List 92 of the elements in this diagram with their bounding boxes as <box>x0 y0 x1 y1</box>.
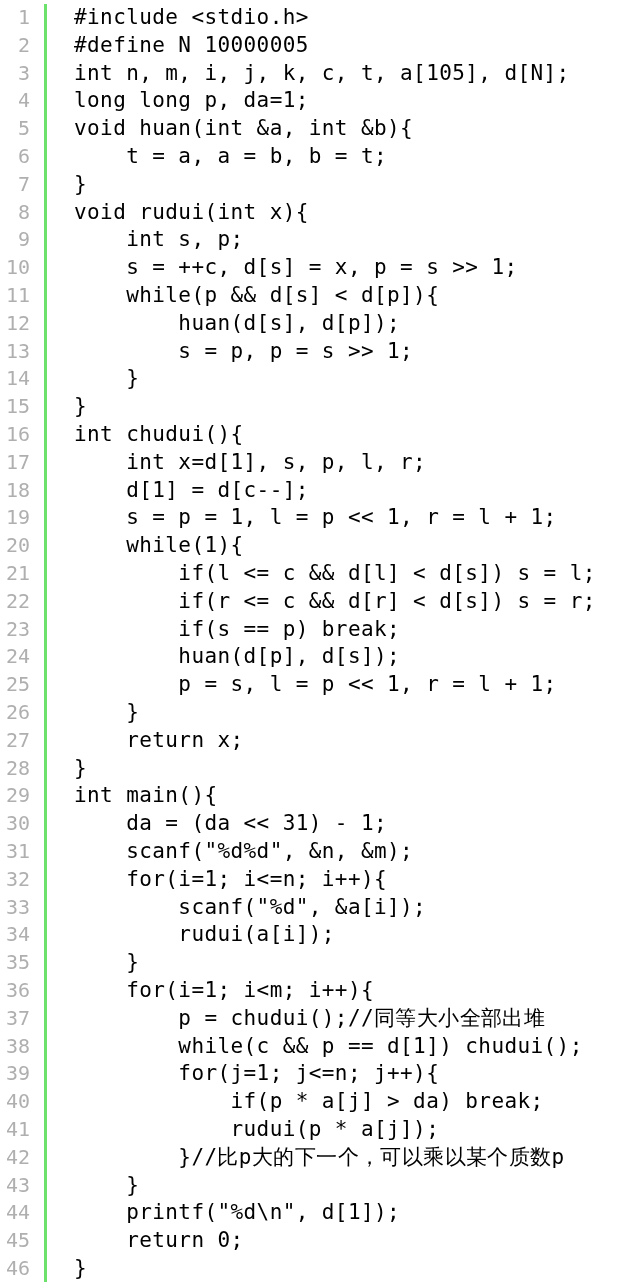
line-number: 2 <box>16 31 30 59</box>
code-line: s = ++c, d[s] = x, p = s >> 1; <box>125 254 518 282</box>
line-number: 40 <box>4 1088 30 1116</box>
code-line: scanf("%d", &a[i]); <box>177 893 427 921</box>
code-line: if(s == p) break; <box>177 615 401 643</box>
code-line: if(p * a[j] > da) break; <box>229 1088 544 1116</box>
line-number: 4 <box>16 87 30 115</box>
line-number: 31 <box>4 838 30 865</box>
line-number: 9 <box>16 226 30 254</box>
line-number: 44 <box>4 1199 30 1227</box>
code-line: int main(){ <box>74 782 218 810</box>
code-line: p = s, l = p << 1, r = l + 1; <box>177 671 557 699</box>
line-number: 25 <box>4 671 30 699</box>
line-number: 41 <box>4 1116 30 1143</box>
line-number: 42 <box>4 1143 30 1171</box>
code-line: s = p = 1, l = p << 1, r = l + 1; <box>125 504 557 532</box>
code-line: if(l <= c && d[l] < d[s]) s = l; <box>177 560 596 587</box>
code-line: scanf("%d%d", &n, &m); <box>125 838 414 865</box>
code-line: #define N 10000005 <box>74 31 309 59</box>
code-line: printf("%d\n", d[1]); <box>125 1199 401 1227</box>
code-line: while(c && p == d[1]) chudui(); <box>177 1032 583 1060</box>
line-number: 26 <box>4 699 30 726</box>
line-number: 18 <box>4 476 30 504</box>
code-line: void rudui(int x){ <box>74 198 309 226</box>
code-line: d[1] = d[c--]; <box>125 476 309 504</box>
code-line: p = chudui();//同等大小全部出堆 <box>177 1004 546 1032</box>
line-number: 45 <box>4 1227 30 1255</box>
code-line: return 0; <box>125 1227 244 1255</box>
code-line: } <box>125 365 140 393</box>
code-line: } <box>74 754 88 782</box>
code-line: }//比p大的下一个，可以乘以某个质数p <box>177 1143 565 1171</box>
line-number: 30 <box>4 810 30 838</box>
code-line: s = p, p = s >> 1; <box>177 337 414 365</box>
line-number: 6 <box>16 143 30 170</box>
line-number: 19 <box>4 504 30 532</box>
line-number: 39 <box>4 1060 30 1088</box>
line-number: 33 <box>4 893 30 921</box>
line-number: 20 <box>4 532 30 560</box>
line-number: 21 <box>4 560 30 587</box>
line-number: 15 <box>4 393 30 421</box>
code-line: rudui(a[i]); <box>177 921 335 949</box>
code-line: while(p && d[s] < d[p]){ <box>125 282 440 309</box>
line-number: 8 <box>16 198 30 226</box>
code-line: #include <stdio.h> <box>74 4 309 31</box>
code-line: } <box>125 1171 140 1199</box>
code-line: int s, p; <box>125 226 244 254</box>
code-line: } <box>74 170 88 198</box>
code-line: huan(d[s], d[p]); <box>177 309 401 337</box>
line-number: 5 <box>16 115 30 143</box>
code-line: rudui(p * a[j]); <box>229 1116 440 1143</box>
code-line: for(j=1; j<=n; j++){ <box>177 1060 440 1088</box>
line-number: 28 <box>4 754 30 782</box>
line-number: 3 <box>16 59 30 87</box>
code-line: long long p, da=1; <box>74 87 309 115</box>
code-line: return x; <box>125 726 244 754</box>
line-number: 24 <box>4 643 30 671</box>
line-number: 22 <box>4 587 30 615</box>
code-line: while(1){ <box>125 532 244 560</box>
line-number: 10 <box>4 254 30 282</box>
code-line: if(r <= c && d[r] < d[s]) s = r; <box>177 587 596 615</box>
code-line: } <box>74 393 88 421</box>
line-number: 12 <box>4 309 30 337</box>
code-line: da = (da << 31) - 1; <box>125 810 388 838</box>
line-number: 17 <box>4 448 30 476</box>
line-number: 23 <box>4 615 30 643</box>
line-number: 35 <box>4 949 30 977</box>
line-number: 34 <box>4 921 30 949</box>
line-number: 46 <box>4 1255 30 1282</box>
line-number: 43 <box>4 1171 30 1199</box>
line-number: 14 <box>4 365 30 393</box>
line-number: 1 <box>16 4 30 31</box>
line-number: 37 <box>4 1004 30 1032</box>
line-number: 27 <box>4 726 30 754</box>
line-number: 13 <box>4 337 30 365</box>
code-line: int chudui(){ <box>74 421 244 448</box>
line-number: 29 <box>4 782 30 810</box>
code-line: void huan(int &a, int &b){ <box>74 115 414 143</box>
code-line: huan(d[p], d[s]); <box>177 643 401 671</box>
code-line: int n, m, i, j, k, c, t, a[105], d[N]; <box>74 59 570 87</box>
line-number: 7 <box>16 170 30 198</box>
code-line: } <box>125 699 140 726</box>
line-number: 36 <box>4 977 30 1004</box>
line-number: 16 <box>4 421 30 448</box>
code-line: for(i=1; i<m; i++){ <box>125 977 374 1004</box>
line-number: 38 <box>4 1032 30 1060</box>
code-line: for(i=1; i<=n; i++){ <box>125 865 388 893</box>
line-number: 11 <box>4 282 30 309</box>
line-number: 32 <box>4 865 30 893</box>
code-line: t = a, a = b, b = t; <box>125 143 388 170</box>
code-line: } <box>125 949 140 977</box>
code-line: int x=d[1], s, p, l, r; <box>125 448 427 476</box>
code-line: } <box>74 1255 88 1282</box>
